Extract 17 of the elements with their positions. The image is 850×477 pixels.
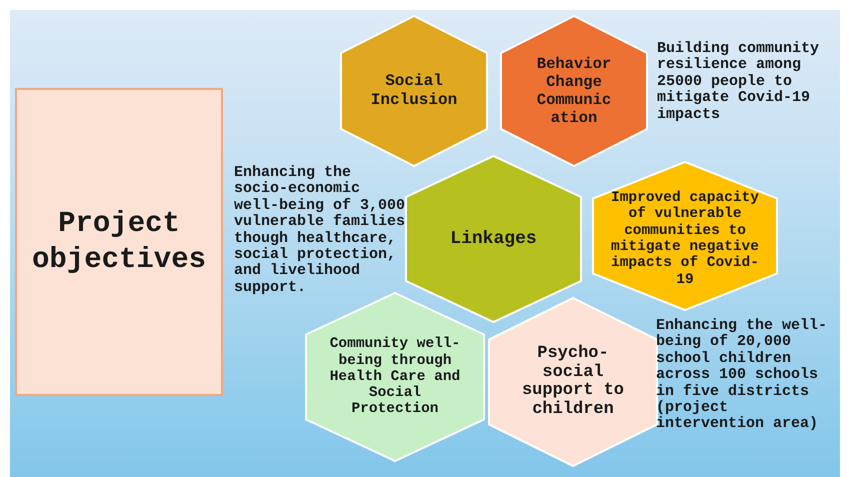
hexagon	[405, 155, 582, 323]
hexagon	[340, 15, 488, 167]
hexagon-label: Social Inclusion	[370, 72, 458, 110]
hexagon-label: Behavior Change Communic ation	[536, 55, 612, 127]
box-title: Project objectives	[30, 206, 208, 278]
hexagon	[488, 297, 658, 467]
hexagon	[500, 15, 648, 167]
description-text: Building community resilience among 25000 people to mitigate Covid-19 impacts	[657, 41, 820, 124]
hexagon-label: Improved capacity of vulnerable communities to mitigate negative impacts of Covid-19	[610, 190, 760, 288]
objectives-box	[15, 88, 223, 396]
hexagon-label: Linkages	[450, 229, 537, 249]
hexagon-label: Community well-being through Health Care and Social Protection	[328, 336, 462, 418]
hexagon	[305, 292, 485, 462]
hexagon	[592, 161, 778, 311]
hexagon-label: Psycho-social support to children	[520, 345, 626, 419]
description-text: Enhancing the socio-economic well-being of 3,000 vulnerable families though healthcare, social protection, and livelihood support.	[234, 165, 406, 296]
description-text: Enhancing the well-being of 20,000 school children across 100 schools in five districts (project intervention area)	[656, 318, 828, 433]
